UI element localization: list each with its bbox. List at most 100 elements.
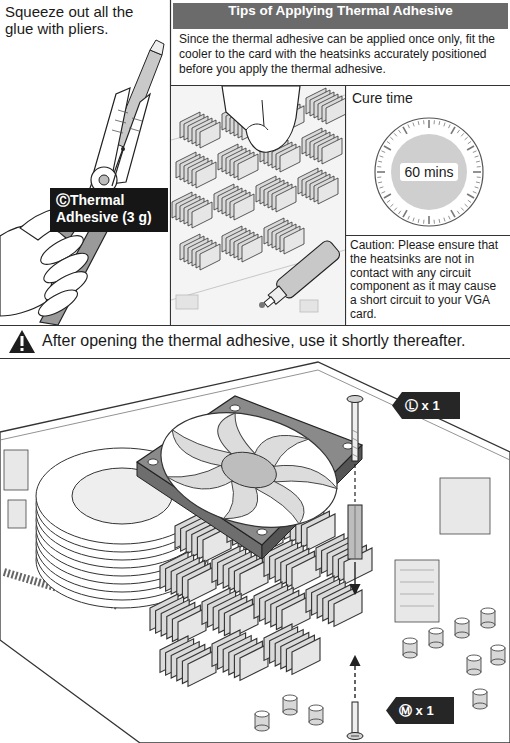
pliers-drawing-part-part <box>115 120 126 123</box>
heading-band: Tips of Applying Thermal Adhesive <box>173 3 508 29</box>
card-assembly-drawing-part-part <box>352 430 358 433</box>
card-assembly-drawing-part-part <box>400 594 434 595</box>
node-text: 60 mins <box>400 163 457 181</box>
pliers-drawing-part-part <box>118 110 128 113</box>
card-assembly-drawing-part-part <box>150 594 206 644</box>
pliers-drawing-part-part <box>132 118 142 121</box>
card-assembly-drawing-part-part <box>403 638 417 658</box>
node-text: Since the thermal adhesive can be applie… <box>179 32 502 77</box>
heatsink-application-drawing-part-part <box>264 297 275 307</box>
dial-tick <box>390 137 393 140</box>
card-assembly-drawing-part-part <box>212 630 268 680</box>
timer-dial: 60 mins <box>373 116 485 228</box>
dial-tick <box>451 210 455 217</box>
frame-lines-part <box>0 358 510 359</box>
card-assembly-drawing-part <box>255 608 505 731</box>
heatsink-application-drawing-part <box>180 234 220 270</box>
heatsink-application-drawing-part <box>171 86 345 325</box>
dial-tick <box>408 216 410 220</box>
dial-tick <box>413 123 414 127</box>
pliers-drawing <box>0 40 164 325</box>
dial-tick <box>473 171 481 173</box>
card-assembly-drawing-part <box>355 505 356 559</box>
card-assembly-drawing-part-part <box>160 636 216 686</box>
dial-tick <box>444 123 445 127</box>
dial-tick <box>434 120 435 124</box>
node-text: Squeeze out all the glue with pliers. <box>5 3 165 38</box>
dial-face <box>391 134 467 210</box>
card-assembly-drawing-part <box>354 464 355 502</box>
heatsink-application-drawing-part <box>256 176 296 212</box>
pliers-drawing-part <box>150 40 164 55</box>
card-assembly-drawing-part <box>144 394 350 548</box>
tag-shape <box>392 392 460 419</box>
card-assembly-drawing-part <box>352 702 358 734</box>
instruction-panel: Squeeze out all the glue with pliers. ⒸTh… <box>0 0 170 325</box>
dial-tick <box>413 218 414 222</box>
dial-tick <box>418 219 420 223</box>
card-assembly-drawing-part-part <box>8 500 26 528</box>
heatsink-application-drawing-part <box>246 124 268 130</box>
dial-rim <box>375 118 483 226</box>
dial-tick <box>377 166 381 167</box>
node-text: ⒸThermal Adhesive (3 g) <box>56 192 162 226</box>
card-assembly-drawing-part-part <box>455 618 469 638</box>
card-assembly-drawing-part <box>354 562 355 594</box>
heatsink-application-drawing-part <box>259 302 265 308</box>
card-assembly-drawing-part-part <box>306 576 362 626</box>
dial-tick <box>423 120 424 124</box>
dial-tick <box>477 177 481 178</box>
tag-shape <box>386 697 454 724</box>
node-text: Cure time <box>352 90 504 106</box>
card-assembly-drawing-part-part <box>202 588 258 638</box>
heatsink-application-drawing-part <box>306 88 345 124</box>
card-assembly-drawing-part-part <box>230 405 240 411</box>
caution-box: Caution: Please ensure that the heatsink… <box>346 236 510 325</box>
dial-tick <box>465 204 468 207</box>
card-assembly-drawing-part-part <box>440 478 490 534</box>
dial-tick <box>444 218 445 222</box>
card-assembly-drawing-part-part <box>316 534 372 584</box>
card-assembly-drawing-part-part <box>395 560 439 622</box>
card-assembly-drawing-part <box>352 399 358 461</box>
dial-tick <box>476 181 480 183</box>
dial-tick <box>461 208 464 211</box>
card-assembly-drawing <box>0 362 510 743</box>
pliers-drawing-part-part <box>112 130 123 133</box>
card-assembly-drawing-part <box>354 656 355 698</box>
dial-tick <box>394 208 397 211</box>
heatsink-application-drawing-part <box>222 86 300 152</box>
dial-tick <box>465 137 468 140</box>
card-assembly-drawing-part-part <box>283 695 297 715</box>
cure-panel: Cure time 60 mins <box>346 86 510 235</box>
dial-tick <box>476 161 480 163</box>
dial-tick <box>438 121 440 125</box>
node-text: Tips of Applying Thermal Adhesive <box>173 3 508 18</box>
card-assembly-drawing-part <box>400 570 434 606</box>
dial-tick <box>394 133 397 136</box>
node-text: Caution: Please ensure that the heatsink… <box>350 239 506 322</box>
card-assembly-drawing-part-part <box>352 438 358 441</box>
heatsink-application-drawing-part <box>172 192 212 228</box>
warning-note: After opening the thermal adhesive, use … <box>42 332 465 350</box>
dial-tick <box>387 200 390 202</box>
card-assembly-drawing-part-part <box>429 628 443 648</box>
dial-tick <box>398 211 400 214</box>
pliers-drawing-part <box>99 175 109 185</box>
card-assembly-drawing-part-part <box>473 689 487 709</box>
dial-tick <box>477 166 481 167</box>
card-assembly-drawing-part-part <box>160 552 216 602</box>
card-assembly-drawing-part <box>347 396 363 403</box>
frame-lines-part <box>170 85 510 86</box>
tips-panel: Since the thermal adhesive can be applie… <box>171 0 510 85</box>
heatsink-application-drawing-part <box>176 152 216 188</box>
pliers-drawing-part <box>110 94 150 184</box>
card-assembly-drawing-part-part <box>254 582 310 632</box>
dial-tick <box>457 130 459 133</box>
card-assembly-drawing-part <box>351 736 359 737</box>
card-assembly-drawing-part-part <box>4 450 28 490</box>
warning-icon-part <box>21 336 24 346</box>
card-assembly-drawing-part-part <box>352 446 358 449</box>
card-assembly-drawing-part-part <box>309 705 323 725</box>
card-assembly-drawing-part-part <box>148 395 350 546</box>
